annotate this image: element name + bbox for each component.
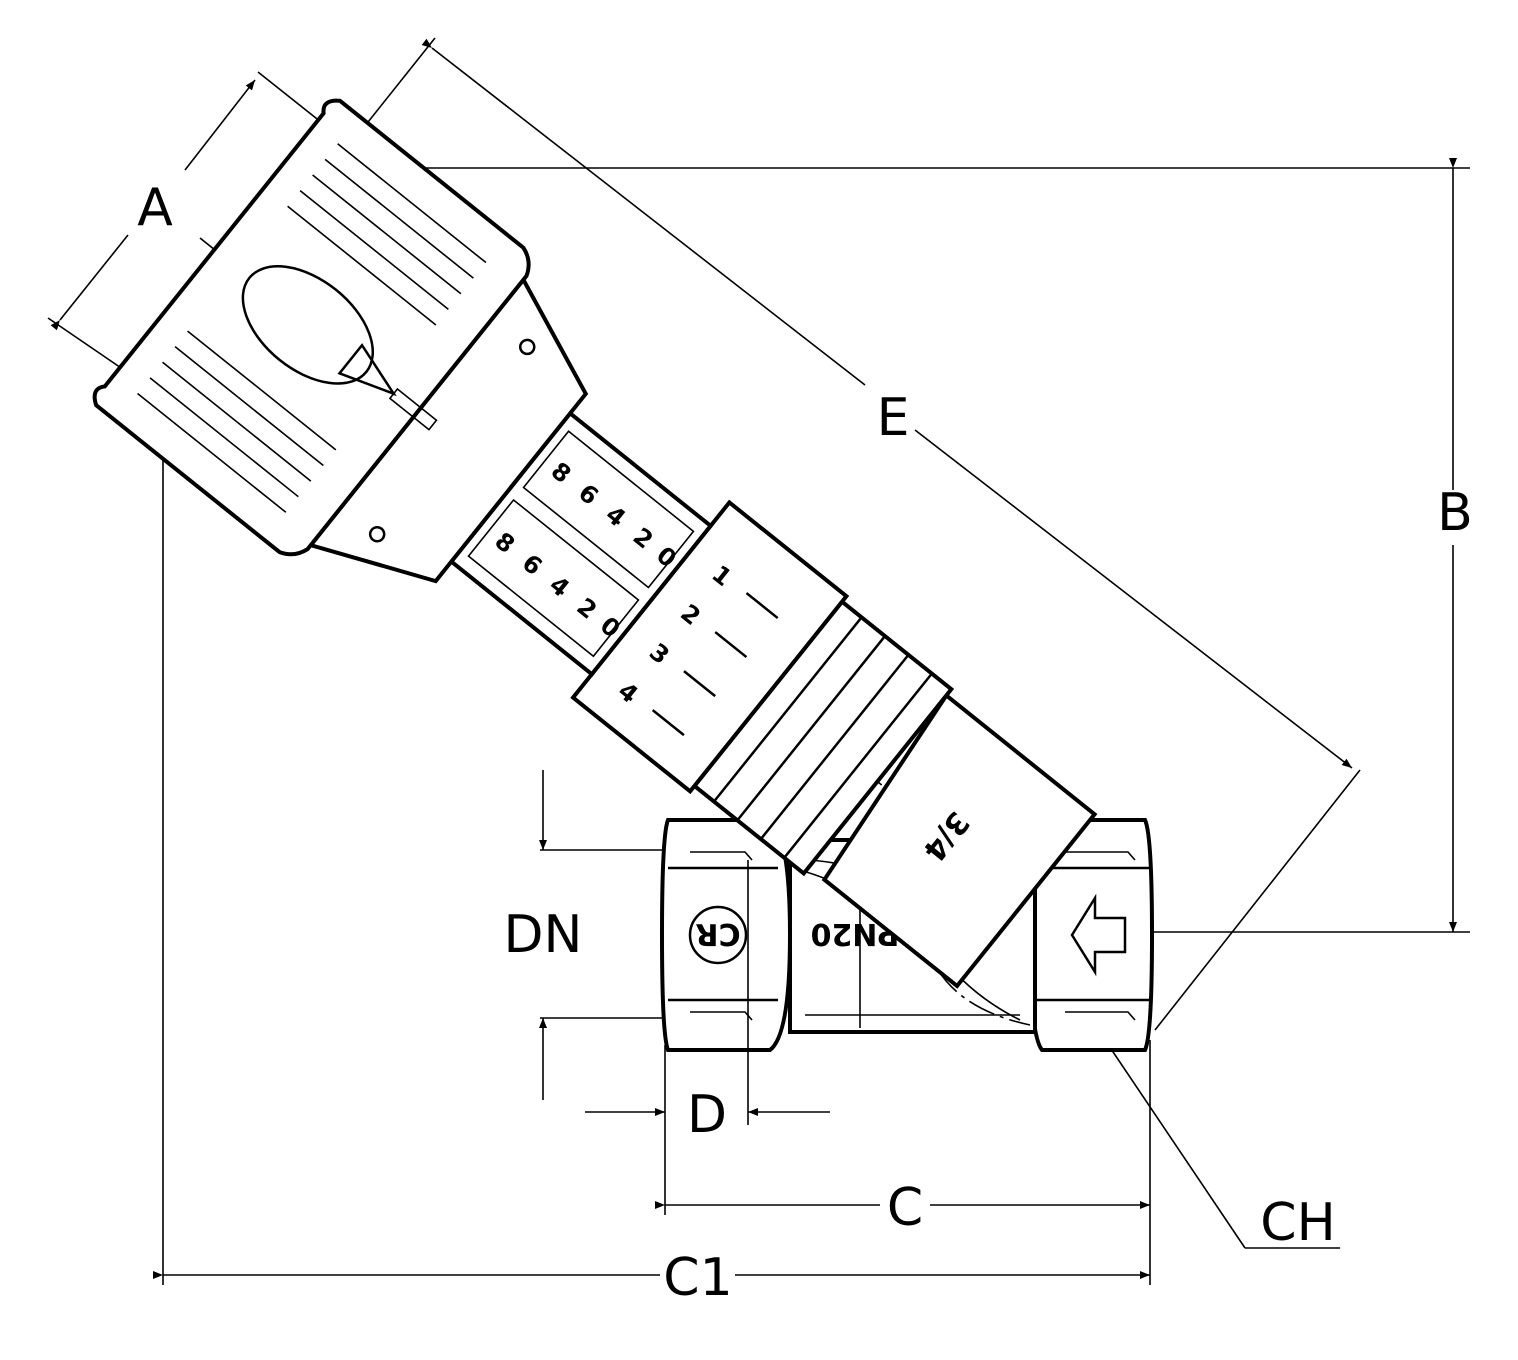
dim-label-DN: DN (504, 905, 583, 965)
setting-scale-a: 8 6 4 2 0 (546, 457, 682, 574)
dim-label-D: D (687, 1085, 727, 1145)
bonnet-neck (821, 692, 1098, 989)
dim-label-B: B (1437, 483, 1473, 543)
dimension-lines (47, 37, 1470, 1285)
handwheel[interactable] (89, 95, 539, 564)
inlet-hex (659, 818, 793, 1052)
cr-logo-icon: CR (688, 905, 748, 965)
dim-label-A: A (137, 178, 173, 238)
dim-label-E: E (877, 388, 910, 448)
dim-label-C: C (887, 1178, 923, 1238)
handwheel-hub (241, 265, 375, 385)
svg-text:CR: CR (695, 916, 740, 951)
dim-label-CH: CH (1260, 1193, 1335, 1253)
dim-label-C1: C1 (663, 1248, 732, 1308)
handwheel-grip-ribs (137, 143, 487, 513)
flow-direction-icon (1070, 893, 1127, 977)
bonnet-assembly: 3/4 1 2 3 4 8 6 4 2 0 8 6 4 2 0 (89, 95, 1098, 989)
